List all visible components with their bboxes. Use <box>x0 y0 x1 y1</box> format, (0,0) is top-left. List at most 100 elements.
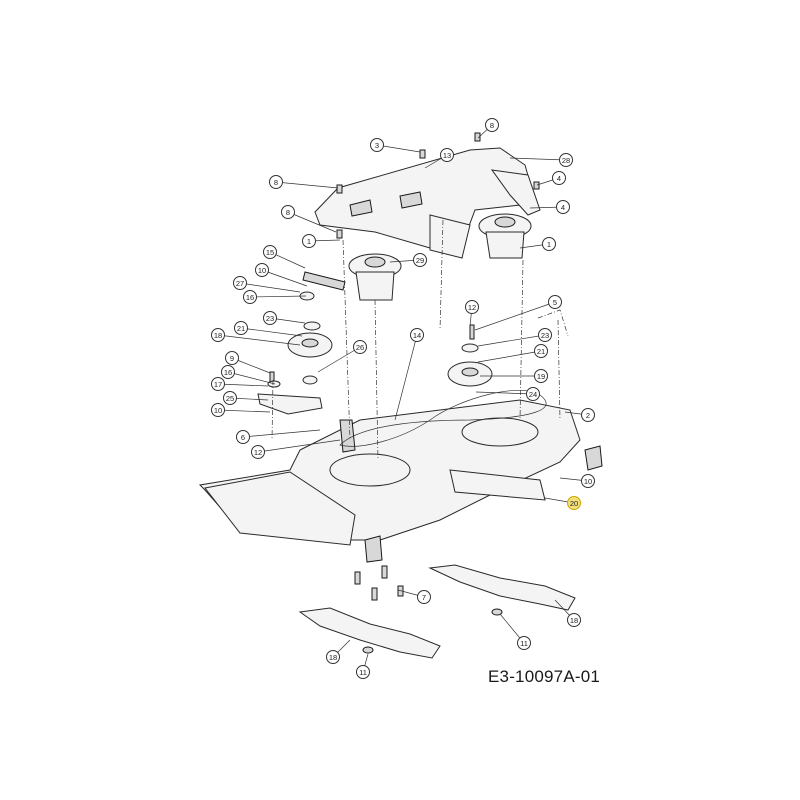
callout-circle <box>236 430 250 444</box>
callout-number: 11 <box>520 639 528 648</box>
callout-2: 2 <box>564 408 595 422</box>
callout-18: 18 <box>554 599 581 627</box>
callout-circle <box>581 474 595 488</box>
callout-circle <box>251 445 265 459</box>
callout-11: 11 <box>499 613 531 650</box>
drive-belt <box>339 389 547 447</box>
callout-circle <box>517 636 531 650</box>
callout-circle <box>302 234 316 248</box>
callout-number: 20 <box>570 499 578 508</box>
callout-circle <box>417 590 431 604</box>
callout-10: 10 <box>211 403 271 417</box>
callout-number: 28 <box>562 156 570 165</box>
callout-leader-line <box>217 383 269 387</box>
blade-left <box>298 607 441 659</box>
callout-number: 23 <box>266 314 274 323</box>
callout-leader-line <box>394 334 418 421</box>
callout-20: 20 <box>544 496 581 510</box>
callout-number: 8 <box>490 121 494 130</box>
callout-1: 1 <box>519 237 556 251</box>
callout-number: 4 <box>557 174 561 183</box>
callout-circle <box>234 321 248 335</box>
callout-leader-line <box>275 181 339 189</box>
callout-leader-line <box>227 371 276 385</box>
callout-leader-line <box>477 350 542 363</box>
callout-leader-line <box>317 346 361 373</box>
callout-leader-line <box>257 439 341 453</box>
callout-number: 18 <box>570 616 578 625</box>
callout-27: 27 <box>233 276 301 293</box>
callout-circle <box>223 391 237 405</box>
callout-number: 9 <box>230 354 234 363</box>
idler-pulley-left <box>287 321 333 358</box>
callout-number: 10 <box>214 406 222 415</box>
callout-4: 4 <box>536 171 566 186</box>
callout-circle <box>211 328 225 342</box>
callout-circle <box>326 650 340 664</box>
callout-circle <box>465 300 479 314</box>
callout-leader-line <box>474 301 556 331</box>
callout-circle <box>281 205 295 219</box>
callout-15: 15 <box>263 245 306 269</box>
callout-circle <box>534 369 548 383</box>
callout-leader-line <box>509 157 567 161</box>
callout-4: 4 <box>529 200 570 214</box>
callout-number: 21 <box>237 324 245 333</box>
callout-number: 13 <box>443 151 451 160</box>
callout-14: 14 <box>394 328 424 421</box>
callout-number: 27 <box>236 279 244 288</box>
callout-number: 18 <box>329 653 337 662</box>
callout-16: 16 <box>221 365 276 385</box>
callout-circle <box>534 344 548 358</box>
callout-18: 18 <box>326 639 351 664</box>
callout-number: 2 <box>586 411 590 420</box>
callout-11: 11 <box>356 653 370 679</box>
callout-29: 29 <box>389 253 427 267</box>
callout-number: 10 <box>258 266 266 275</box>
callout-9: 9 <box>225 351 271 374</box>
callout-leader-line <box>477 334 546 347</box>
callout-8: 8 <box>269 175 339 189</box>
callout-circle <box>211 377 225 391</box>
drawing-code: E3-10097A-01 <box>488 667 601 686</box>
callout-1: 1 <box>302 234 341 248</box>
callout-25: 25 <box>223 391 269 405</box>
callout-10: 10 <box>559 474 595 488</box>
callout-number: 1 <box>547 240 551 249</box>
callout-number: 1 <box>307 237 311 246</box>
belt-cover <box>314 147 541 259</box>
callout-16: 16 <box>243 290 307 304</box>
callout-number: 14 <box>413 331 421 340</box>
callout-number: 17 <box>214 380 222 389</box>
callout-number: 24 <box>529 390 537 399</box>
callout-number: 8 <box>274 178 278 187</box>
callout-number: 10 <box>584 477 592 486</box>
callout-number: 5 <box>553 298 557 307</box>
callout-circle <box>353 340 367 354</box>
blade-right <box>428 564 576 611</box>
callout-28: 28 <box>509 153 573 167</box>
callout-23: 23 <box>477 328 552 347</box>
callout-circle <box>233 276 247 290</box>
callout-18: 18 <box>211 328 301 346</box>
callout-number: 19 <box>537 372 545 381</box>
spindle-left <box>348 253 402 301</box>
callout-17: 17 <box>211 377 269 391</box>
callout-number: 6 <box>241 433 245 442</box>
callout-circle <box>440 148 454 162</box>
callout-circle <box>567 613 581 627</box>
callout-circle <box>526 387 540 401</box>
callout-circle <box>370 138 384 152</box>
callout-number: 12 <box>468 303 476 312</box>
callout-8: 8 <box>281 205 337 233</box>
idler-pulley-right <box>447 343 493 387</box>
callout-leader-line <box>475 391 534 395</box>
deck-housing <box>198 399 603 563</box>
callout-3: 3 <box>370 138 421 153</box>
callout-21: 21 <box>477 344 548 363</box>
callout-leader-line <box>261 269 308 287</box>
callout-leader-line <box>217 334 301 346</box>
callout-number: 3 <box>375 141 379 150</box>
